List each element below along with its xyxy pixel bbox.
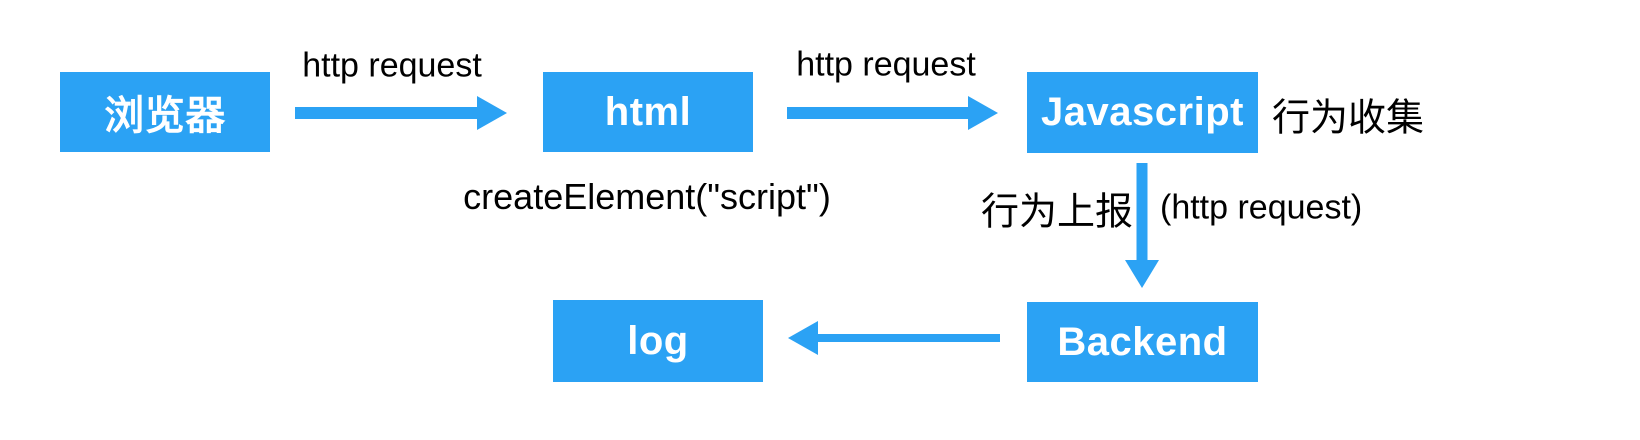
arrow-shaft [787, 107, 970, 119]
annotation-create-element: createElement("script") [463, 176, 831, 217]
arrow-shaft [295, 107, 479, 119]
arrow-head-down-icon [1125, 260, 1159, 288]
edge-label-http-request-down: (http request) [1160, 188, 1363, 227]
arrow-shaft [1136, 163, 1148, 262]
node-html: html [543, 72, 753, 152]
node-browser: 浏览器 [60, 72, 270, 152]
node-log: log [553, 300, 763, 382]
arrow-head-left-icon [788, 321, 818, 355]
arrow-backend-to-log [788, 321, 1000, 355]
annotation-behavior-collect: 行为收集 [1272, 97, 1425, 140]
edge-label-browser-to-html: http request [302, 46, 482, 85]
node-javascript: Javascript [1027, 72, 1258, 153]
arrow-head-right-icon [477, 96, 507, 130]
arrow-javascript-to-backend [1125, 163, 1159, 288]
arrow-browser-to-html [295, 96, 507, 130]
edge-label-behavior-report: 行为上报 [980, 191, 1133, 234]
arrow-head-right-icon [968, 96, 998, 130]
arrow-html-to-javascript [787, 96, 998, 130]
edge-label-html-to-javascript: http request [796, 45, 976, 84]
arrow-shaft [816, 334, 1000, 342]
node-backend: Backend [1027, 302, 1258, 382]
